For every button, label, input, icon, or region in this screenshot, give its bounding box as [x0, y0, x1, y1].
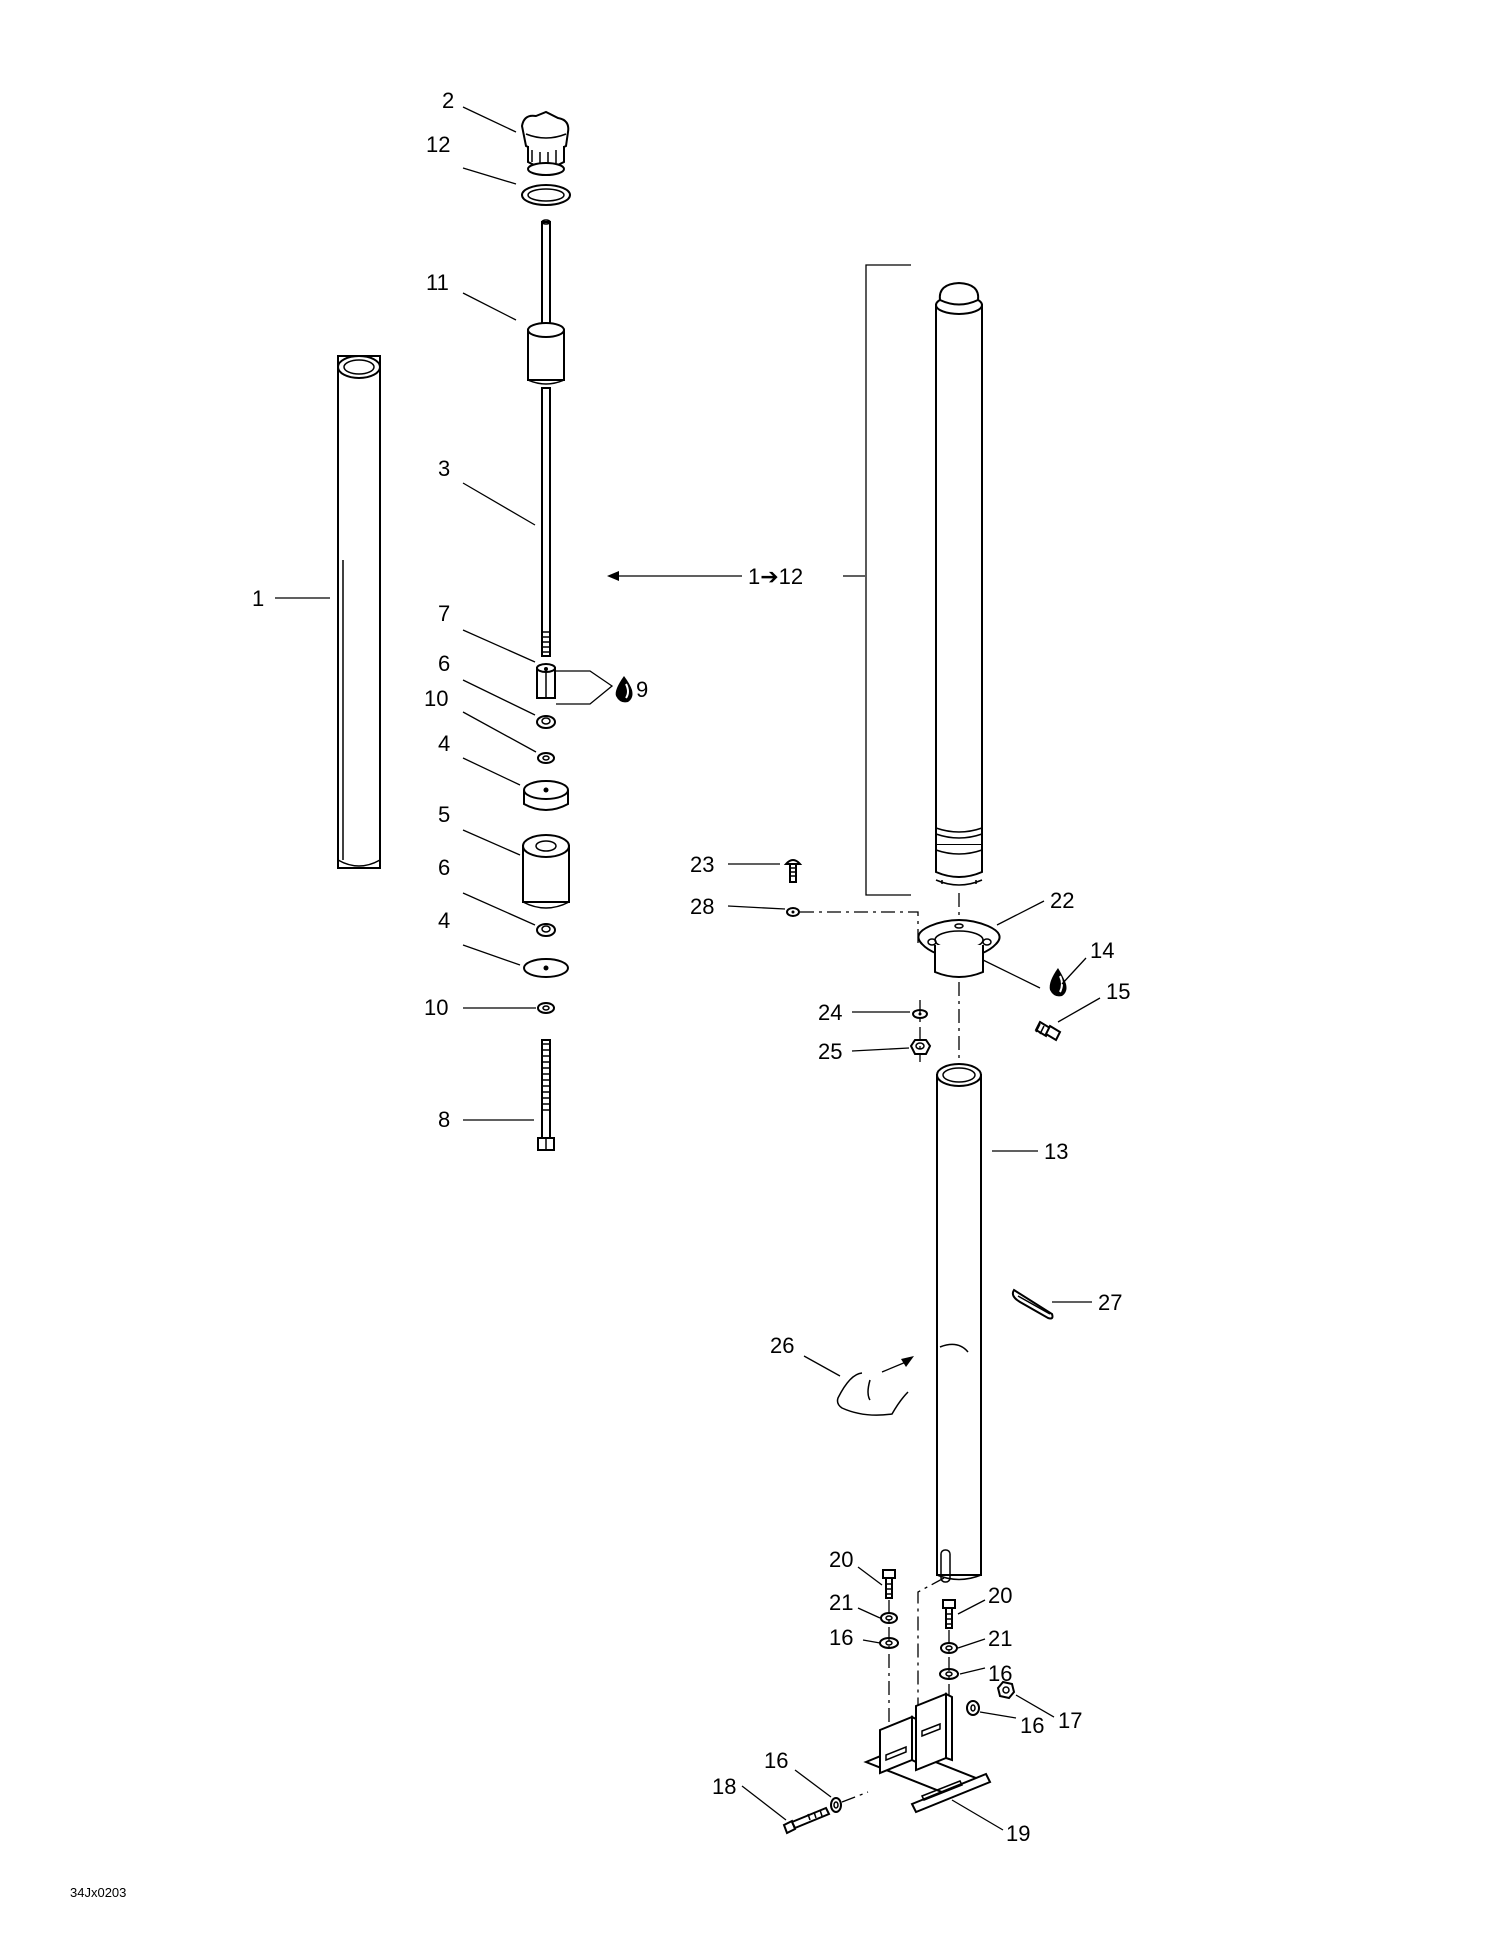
- callout-25: 25: [818, 1039, 842, 1064]
- callout-10-upper: 10: [424, 686, 448, 711]
- callout-20-right: 20: [988, 1583, 1012, 1608]
- part-2-top-cap: [520, 110, 570, 176]
- part-23-screw: [783, 859, 803, 883]
- callout-6-upper: 6: [438, 651, 450, 676]
- part-10-washer-upper: [537, 752, 555, 764]
- callout-labels: 1 2 12 11 3 7 6 10 4 5 6 4 10 8 9 1➔12 2…: [70, 88, 1130, 1900]
- part-18-bolt: [782, 1806, 831, 1835]
- callout-20-left: 20: [829, 1547, 853, 1572]
- part-11-bushing: [527, 322, 565, 385]
- part-16-washer-side: [966, 1700, 980, 1716]
- callout-21-left: 21: [829, 1590, 853, 1615]
- callout-15: 15: [1106, 979, 1130, 1004]
- assembly-bracket: [865, 264, 911, 896]
- callout-3: 3: [438, 456, 450, 481]
- part-3-rod: [541, 219, 551, 657]
- callout-27: 27: [1098, 1290, 1122, 1315]
- callout-4-upper: 4: [438, 731, 450, 756]
- assembly-arrow: [607, 571, 865, 581]
- callout-12: 12: [426, 132, 450, 157]
- callout-10-lower: 10: [424, 995, 448, 1020]
- callout-5: 5: [438, 802, 450, 827]
- callout-14: 14: [1090, 938, 1114, 963]
- leader-lines: [275, 106, 1101, 1831]
- callout-17: 17: [1058, 1708, 1082, 1733]
- part-15-bolt: [1034, 1020, 1062, 1042]
- callout-2: 2: [442, 88, 454, 113]
- assembled-strut: [935, 281, 983, 886]
- callout-4-lower: 4: [438, 908, 450, 933]
- callout-18: 18: [712, 1774, 736, 1799]
- part-26-spring-clip: [836, 1356, 914, 1416]
- part-13-lower-tube: [936, 1063, 982, 1583]
- part-5-spacer: [522, 834, 570, 909]
- callout-16-base: 16: [764, 1748, 788, 1773]
- callout-8: 8: [438, 1107, 450, 1132]
- part-20-bolt-right: [942, 1599, 956, 1629]
- drawing-code: 34Jx0203: [70, 1885, 126, 1900]
- part-20-bolt-left: [882, 1569, 896, 1599]
- callout-21-right: 21: [988, 1626, 1012, 1651]
- part-10-washer-lower: [537, 1002, 555, 1014]
- part-19-base-bracket: [863, 1692, 992, 1814]
- callout-22: 22: [1050, 888, 1074, 913]
- part-1-outer-tube: [337, 355, 381, 869]
- callout-11: 11: [426, 270, 449, 295]
- part-8-long-bolt: [537, 1039, 555, 1151]
- callout-24: 24: [818, 1000, 842, 1025]
- part-28-washer: [786, 907, 800, 917]
- callout-28: 28: [690, 894, 714, 919]
- part-16-washer-base: [830, 1797, 842, 1813]
- assembly-callout-1-to-12: 1➔12: [748, 564, 803, 589]
- callout-16-side: 16: [1020, 1713, 1044, 1738]
- callout-6-lower: 6: [438, 855, 450, 880]
- callout-13: 13: [1044, 1139, 1068, 1164]
- oil-drop-icon: [1049, 968, 1067, 997]
- part-7-coupling-nut: [536, 663, 556, 699]
- callout-23: 23: [690, 852, 714, 877]
- callout-1: 1: [252, 586, 264, 611]
- part-4-flat-washer-lower: [523, 958, 569, 978]
- part-17-nut: [996, 1680, 1016, 1700]
- part-12-o-ring: [521, 184, 571, 206]
- part-22-flange: [917, 919, 1041, 989]
- callout-16-right: 16: [988, 1661, 1012, 1686]
- callout-7: 7: [438, 601, 450, 626]
- callout-16-left: 16: [829, 1625, 853, 1650]
- part-27-cotter-pin: [1011, 1288, 1054, 1320]
- callout-9: 9: [636, 677, 648, 702]
- part-6-nut-lower: [536, 923, 556, 937]
- lubricant-pointer-9: [556, 670, 633, 705]
- callout-26: 26: [770, 1333, 794, 1358]
- part-4-cup-washer-upper: [523, 780, 569, 811]
- callout-19: 19: [1006, 1821, 1030, 1846]
- part-6-nut-upper: [536, 715, 556, 729]
- oil-drop-icon: [615, 676, 633, 703]
